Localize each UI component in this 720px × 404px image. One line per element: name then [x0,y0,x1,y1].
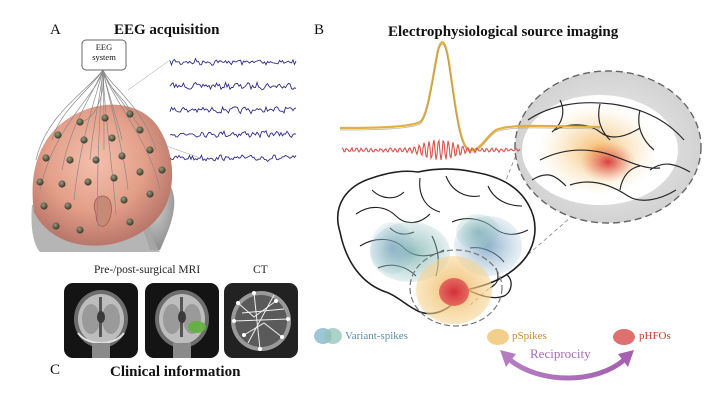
source-blobs [370,214,522,324]
trace-guides [127,59,201,159]
reciprocity-label: Reciprocity [530,346,591,361]
panel-c-letter: C [50,362,61,378]
mri-post-scan [145,283,219,358]
panel-c-title: Clinical information [110,364,241,380]
eeg-traces [169,57,297,163]
legend-label-phfos: pHFOs [639,330,671,342]
panel-a-title: EEG acquisition [114,22,220,38]
ct-label: CT [253,264,268,276]
temporal-highlight [409,249,503,327]
ct-scan [224,283,298,358]
panel-b-letter: B [314,22,325,38]
legend-label-pspikes: pSpikes [512,330,547,342]
eeg-system-box [81,39,127,71]
eeg-system-label-line1: EEG [95,42,113,52]
legend-label-variant-spikes: Variant-spikes [345,330,408,342]
legend-swatch-variant-spikes [314,328,342,344]
panel-a-letter: A [50,22,61,38]
zoomed-brain [514,70,702,224]
eeg-head [31,104,175,252]
electrodes [36,110,166,234]
legend-swatch-phfos [613,329,635,345]
spike-waveform-shadow [339,43,601,153]
eeg-system-label-line2: system [92,52,116,62]
electrode-wires [35,69,161,231]
panel-b-title: Electrophysiological source imaging [388,24,619,40]
hfo-waveform [341,138,521,161]
eeg-system-label: EEG system [82,42,126,62]
mri-pre-scan [64,283,138,358]
mri-label: Pre-/post-surgical MRI [94,264,201,276]
reciprocity-arrow [500,350,634,381]
legend-swatch-pspikes [487,329,509,345]
